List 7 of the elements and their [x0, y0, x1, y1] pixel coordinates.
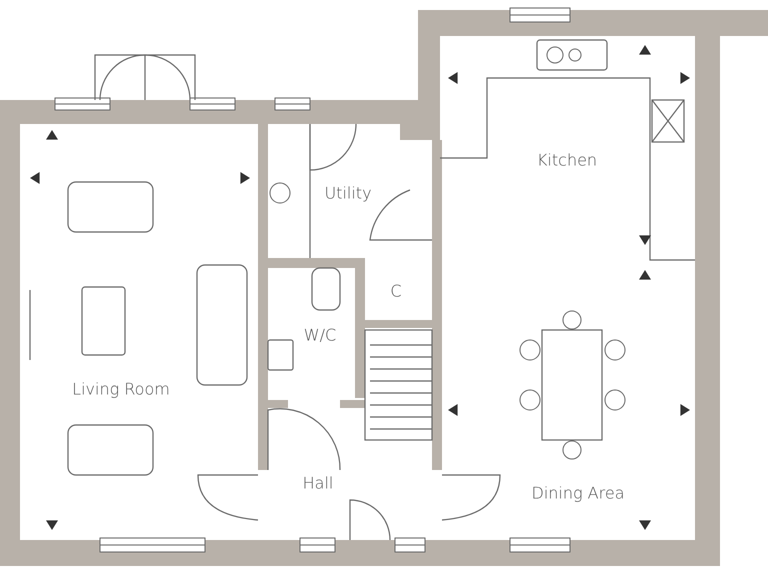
room-label: Kitchen: [536, 150, 598, 170]
room-label: C: [390, 282, 402, 300]
room-label: Utility: [324, 184, 372, 202]
room-label: W/C: [304, 326, 336, 344]
room-label: Living Room: [72, 380, 170, 398]
room-label: Hall: [302, 474, 334, 492]
room-label: Dining Area: [532, 484, 624, 502]
